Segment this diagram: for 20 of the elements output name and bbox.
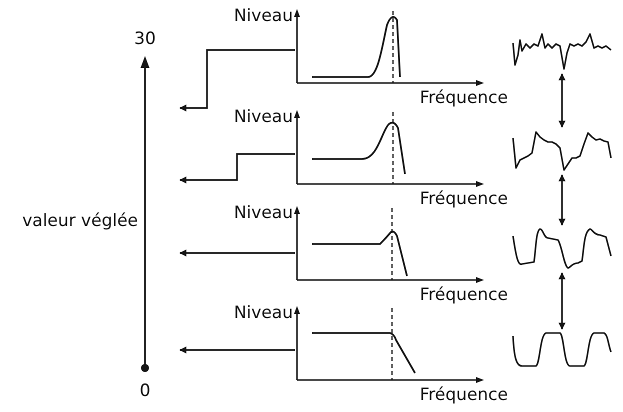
axis-label: Fréquence: [420, 386, 508, 405]
double-arrow: [558, 174, 566, 226]
scale-value: 30: [133, 30, 157, 49]
scale-value: 0: [138, 382, 152, 401]
axis-label: Niveau: [232, 304, 293, 323]
axis-label: Fréquence: [420, 190, 508, 209]
axis-label: Fréquence: [420, 286, 508, 305]
arrow: [179, 49, 295, 112]
arrow: [179, 153, 295, 184]
double-arrow: [558, 272, 566, 330]
waveform-drawing: [512, 330, 612, 370]
arrow: [179, 250, 295, 256]
axis-label: Niveau: [232, 108, 293, 127]
axis-label: Niveau: [232, 204, 293, 223]
axis-label: Niveau: [232, 7, 293, 26]
axis-title: valeur véglée: [22, 212, 138, 231]
double-arrow: [558, 73, 566, 128]
waveform-drawing: [512, 226, 612, 272]
axis-label: Fréquence: [420, 89, 508, 108]
arrow: [179, 346, 295, 354]
